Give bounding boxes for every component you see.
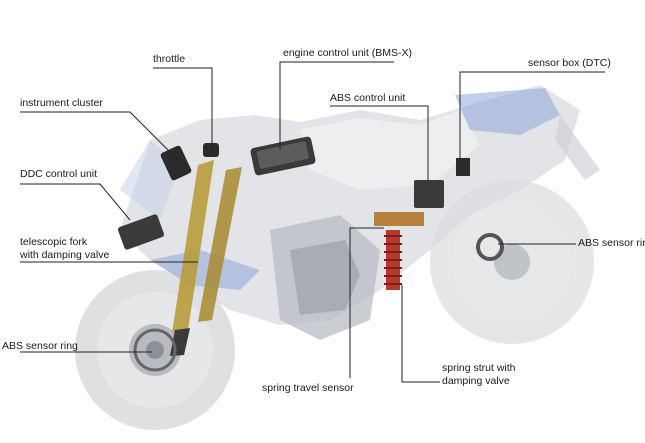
- label-throttle: throttle: [153, 53, 186, 65]
- label-sensor-box: sensor box (DTC): [528, 57, 611, 69]
- label-abs-sensor-ring-front: ABS sensor ring: [2, 340, 78, 352]
- label-ddc-control-unit: DDC control unit: [20, 168, 98, 180]
- label-instrument-cluster: instrument cluster: [20, 97, 103, 109]
- label-spring-strut-line2: damping valve: [442, 375, 510, 387]
- label-telescopic-fork-line1: telescopic fork: [20, 236, 88, 248]
- label-abs-sensor-ring-rear: ABS sensor ring: [578, 237, 645, 249]
- label-engine-control-unit: engine control unit (BMS-X): [283, 47, 412, 59]
- label-abs-control-unit: ABS control unit: [330, 92, 406, 104]
- label-telescopic-fork-line2: with damping valve: [20, 249, 110, 261]
- component-abs-sensor-ring-front: [133, 328, 177, 372]
- rear-wheel: [430, 180, 594, 344]
- label-telescopic-fork: telescopic fork with damping valve: [20, 236, 150, 262]
- component-throttle: [203, 143, 219, 157]
- label-spring-travel-sensor: spring travel sensor: [262, 382, 354, 394]
- component-ddc-control-unit: [118, 214, 164, 250]
- spring-strut-graphic: [374, 212, 424, 290]
- label-spring-strut-line1: spring strut with: [442, 362, 516, 374]
- component-sensor-box: [456, 158, 470, 176]
- front-wheel: [75, 270, 235, 430]
- label-spring-strut: spring strut with damping valve: [442, 362, 562, 388]
- component-abs-control-unit: [414, 180, 444, 208]
- component-abs-sensor-ring-rear: [476, 233, 504, 261]
